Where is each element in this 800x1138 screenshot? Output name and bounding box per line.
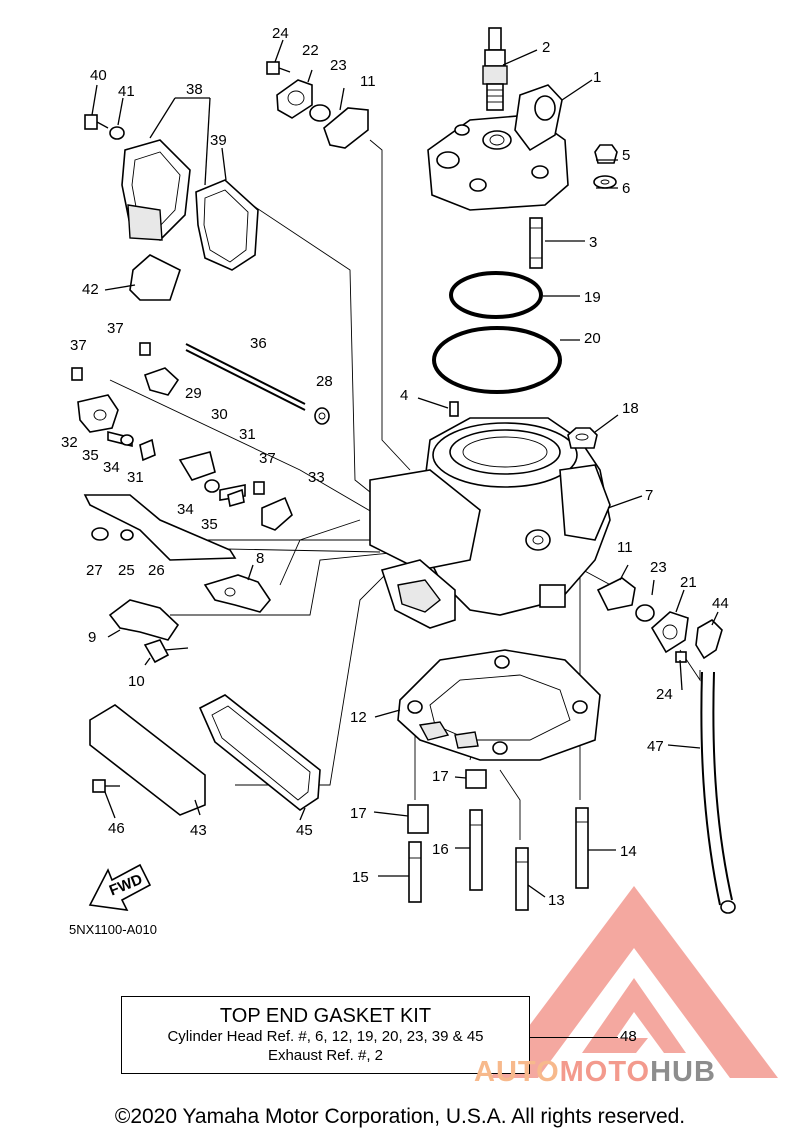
callout-5: 5 <box>622 147 630 164</box>
callout-37-right: 37 <box>259 450 276 467</box>
callout-13: 13 <box>548 892 565 909</box>
callout-44: 44 <box>712 595 729 612</box>
callout-11-right: 11 <box>617 539 633 556</box>
cover-plate <box>89 694 321 816</box>
callout-46: 46 <box>108 820 125 837</box>
callout-32: 32 <box>61 434 78 451</box>
callout-17-lower: 17 <box>350 805 367 822</box>
gasket-kit-box: TOP END GASKET KIT Cylinder Head Ref. #,… <box>121 996 530 1074</box>
drawing-code: 5NX1100-A010 <box>69 922 157 937</box>
callout-2: 2 <box>542 39 550 56</box>
callout-21: 21 <box>680 574 697 591</box>
callout-numbers: 1 2 3 4 5 6 7 8 9 10 11 11 12 13 14 15 1… <box>61 25 729 909</box>
callout-24-upper: 24 <box>272 25 289 42</box>
callout-20: 20 <box>584 330 601 347</box>
callout-10: 10 <box>128 673 145 690</box>
spark-plug <box>482 27 508 111</box>
callout-23-upper: 23 <box>330 57 347 74</box>
o-ring-20 <box>432 326 562 394</box>
watermark-auto: AUTO <box>474 1056 560 1088</box>
forward-arrow-icon: FWD <box>88 863 152 911</box>
upper-valve-cover <box>266 61 369 149</box>
callout-42: 42 <box>82 281 99 298</box>
callout-18: 18 <box>622 400 639 417</box>
callout-12: 12 <box>350 709 367 726</box>
callout-40: 40 <box>90 67 107 84</box>
callout-11-upper: 11 <box>360 73 376 90</box>
callout-27: 27 <box>86 562 103 579</box>
watermark-triangle-icon <box>490 886 778 1078</box>
right-valve-cover <box>596 577 723 663</box>
kit-exhaust-refs: Exhaust Ref. #, 2 <box>267 1047 384 1064</box>
watermark-hub: HUB <box>650 1056 716 1088</box>
callout-8: 8 <box>256 550 264 567</box>
callout-36: 36 <box>250 335 267 352</box>
callout-24-right: 24 <box>656 686 673 703</box>
callout-39: 39 <box>210 132 227 149</box>
valve-rod <box>185 343 330 425</box>
watermark-text: AUTOMOTOHUB <box>474 1056 716 1089</box>
callout-30: 30 <box>211 406 228 423</box>
callout-37-left: 37 <box>70 337 87 354</box>
cylinder <box>369 417 611 629</box>
callout-38: 38 <box>186 81 203 98</box>
callout-15: 15 <box>352 869 369 886</box>
callout-33: 33 <box>308 469 325 486</box>
valve-linkage <box>71 342 293 531</box>
kit-leader-line <box>530 1037 618 1038</box>
callout-26: 26 <box>148 562 165 579</box>
kit-title: TOP END GASKET KIT <box>219 1005 432 1027</box>
callout-31-right: 31 <box>239 426 256 443</box>
callout-16: 16 <box>432 841 449 858</box>
o-ring-19 <box>449 271 543 319</box>
callout-43: 43 <box>190 822 207 839</box>
callout-1: 1 <box>593 69 601 86</box>
callout-leaders <box>91 39 719 898</box>
valve-lever <box>203 574 271 613</box>
callout-31-left: 31 <box>127 469 144 486</box>
studs <box>407 769 589 911</box>
callout-22: 22 <box>302 42 319 59</box>
callout-17-upper: 17 <box>432 768 449 785</box>
callout-45: 45 <box>296 822 313 839</box>
callout-4: 4 <box>400 387 408 404</box>
callout-25: 25 <box>118 562 135 579</box>
callout-34-right: 34 <box>177 501 194 518</box>
callout-19: 19 <box>584 289 601 306</box>
bracket <box>108 599 189 664</box>
callout-3: 3 <box>589 234 597 251</box>
cylinder-head <box>427 84 569 211</box>
callout-14: 14 <box>620 843 637 860</box>
copyright-notice: ©2020 Yamaha Motor Corporation, U.S.A. A… <box>114 1105 686 1128</box>
valve-link-plate <box>83 494 237 561</box>
callout-37-top: 37 <box>107 320 124 337</box>
kit-cylinder-head-refs: Cylinder Head Ref. #, 6, 12, 19, 20, 23,… <box>167 1028 484 1045</box>
base-gasket <box>397 649 601 761</box>
power-valve-cover <box>84 114 259 301</box>
kit-ref-number: 48 <box>620 1028 637 1045</box>
dowel-pin <box>449 401 459 417</box>
breather-hose <box>700 671 721 906</box>
callout-6: 6 <box>622 180 630 197</box>
callout-35-right: 35 <box>201 516 218 533</box>
callout-35-left: 35 <box>82 447 99 464</box>
callout-28: 28 <box>316 373 333 390</box>
watermark-logo <box>490 886 778 1078</box>
callout-47: 47 <box>647 738 664 755</box>
callout-41: 41 <box>118 83 135 100</box>
flange-nut <box>567 427 598 449</box>
head-fasteners <box>529 144 618 269</box>
callout-34-left: 34 <box>103 459 120 476</box>
callout-9: 9 <box>88 629 96 646</box>
callout-23-right: 23 <box>650 559 667 576</box>
callout-7: 7 <box>645 487 653 504</box>
callout-29: 29 <box>185 385 202 402</box>
watermark-moto: MOTO <box>559 1056 651 1088</box>
